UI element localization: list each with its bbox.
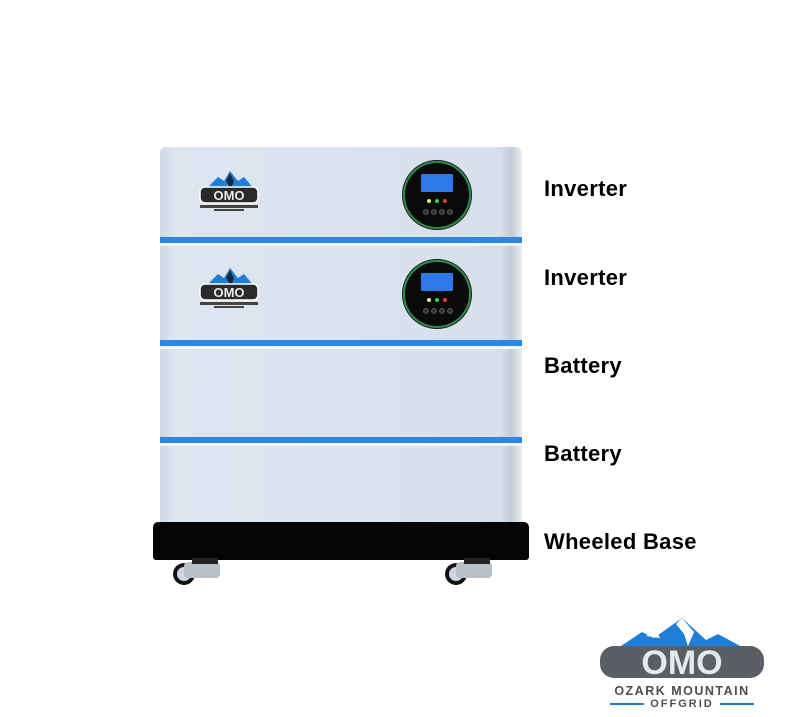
inverter-module-2: OMO bbox=[160, 246, 522, 340]
panel-button bbox=[423, 308, 429, 314]
module-seam bbox=[160, 243, 522, 246]
battery-module-1 bbox=[160, 349, 522, 437]
panel-button bbox=[447, 209, 453, 215]
panel-button bbox=[439, 209, 445, 215]
omo-logo-icon: OMO bbox=[199, 171, 259, 211]
divider bbox=[610, 703, 645, 705]
brand-name: OZARK MOUNTAIN bbox=[614, 684, 750, 698]
label-battery-2: Battery bbox=[544, 441, 622, 466]
wheeled-base bbox=[153, 522, 529, 560]
module-seam bbox=[160, 346, 522, 349]
panel-button bbox=[431, 308, 437, 314]
led-indicator-green bbox=[435, 199, 439, 203]
led-indicator-red bbox=[443, 298, 447, 302]
panel-button bbox=[447, 308, 453, 314]
inverter-module-1: OMO bbox=[160, 147, 522, 237]
battery-module-2 bbox=[160, 446, 522, 526]
led-indicator-yellow bbox=[427, 199, 431, 203]
panel-button bbox=[423, 209, 429, 215]
svg-text:OMO: OMO bbox=[213, 188, 244, 203]
brand-logo: OMO OZARK MOUNTAIN OFFGRID bbox=[594, 616, 770, 710]
label-inverter-1: Inverter bbox=[544, 176, 628, 201]
led-indicator-green bbox=[435, 298, 439, 302]
led-indicator-red bbox=[443, 199, 447, 203]
divider bbox=[719, 703, 754, 705]
inverter-control-panel bbox=[403, 260, 471, 328]
accent-strip bbox=[160, 340, 522, 346]
caster-wheel-icon bbox=[445, 558, 492, 585]
label-battery-1: Battery bbox=[544, 353, 622, 378]
brand-sub: OFFGRID bbox=[650, 698, 714, 710]
label-wheeled-base: Wheeled Base bbox=[544, 529, 697, 554]
panel-button bbox=[439, 308, 445, 314]
accent-strip bbox=[160, 437, 522, 443]
logo-letters: OMO bbox=[641, 644, 722, 680]
inverter-control-panel bbox=[403, 161, 471, 229]
lcd-screen bbox=[421, 273, 453, 291]
omo-logo-icon: OMO bbox=[199, 268, 259, 308]
caster-wheel-icon bbox=[173, 558, 220, 585]
mountain-logo-icon: OMO bbox=[600, 618, 764, 682]
lcd-screen bbox=[421, 174, 453, 192]
label-inverter-2: Inverter bbox=[544, 265, 628, 290]
module-seam bbox=[160, 443, 522, 446]
panel-button bbox=[431, 209, 437, 215]
accent-strip bbox=[160, 237, 522, 243]
led-indicator-yellow bbox=[427, 298, 431, 302]
svg-text:OMO: OMO bbox=[213, 285, 244, 300]
